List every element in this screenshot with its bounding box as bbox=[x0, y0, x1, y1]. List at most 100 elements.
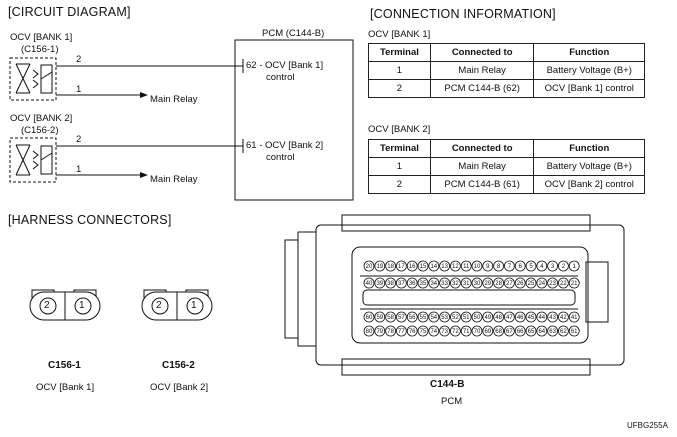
c144b-pin bbox=[428, 325, 440, 337]
c144b-pin-label: 74 bbox=[430, 329, 437, 335]
c144b-pin-label: 71 bbox=[463, 329, 470, 335]
c144b-pin bbox=[460, 260, 472, 272]
c144b-pin-label: 56 bbox=[409, 315, 416, 321]
c144b-pin-label: 65 bbox=[528, 329, 535, 335]
c144b-pin-label: 30 bbox=[474, 281, 481, 287]
c144b-pin-label: 73 bbox=[441, 329, 448, 335]
c144b-pin-label: 9 bbox=[486, 264, 490, 270]
c144b-pin-label: 10 bbox=[474, 264, 481, 270]
c144b-pin bbox=[568, 260, 580, 272]
c144b-pin bbox=[385, 260, 397, 272]
c144b-pin bbox=[406, 311, 418, 323]
c156-2-pin-2: 2 bbox=[156, 300, 162, 311]
c144b-pin bbox=[471, 325, 483, 337]
c144b-pin-label: 12 bbox=[452, 264, 459, 270]
table-header-row: Terminal Connected to Function bbox=[368, 139, 645, 158]
bank1-main-relay: Main Relay bbox=[150, 94, 198, 105]
c144b-pin-label: 25 bbox=[528, 281, 535, 287]
c144b-pin-label: 41 bbox=[571, 315, 578, 321]
c144b-pin-label: 57 bbox=[398, 315, 405, 321]
c144b-pin bbox=[363, 311, 375, 323]
harness-connectors-heading: [HARNESS CONNECTORS] bbox=[8, 213, 172, 227]
table-row: 1 Main Relay Battery Voltage (B+) bbox=[368, 61, 645, 80]
cell: 1 bbox=[368, 157, 431, 176]
c144b-pin bbox=[547, 260, 558, 272]
c144b-pin bbox=[439, 325, 451, 337]
bank1-pin-2: 2 bbox=[76, 54, 82, 65]
c144b-pin-label: 72 bbox=[452, 329, 459, 335]
c144b-pin-label: 36 bbox=[409, 281, 416, 287]
c144b-pin bbox=[503, 260, 515, 272]
c144b-pin-label: 38 bbox=[387, 281, 394, 287]
c144b-pin bbox=[493, 277, 505, 289]
c144b-pin bbox=[428, 311, 440, 323]
c144b-pin bbox=[395, 325, 407, 337]
connection-table-bank1: Terminal Connected to Function 1 Main Re… bbox=[368, 43, 645, 98]
c144b-pin bbox=[471, 260, 483, 272]
c144b-pin-label: 66 bbox=[517, 329, 524, 335]
c144b-pin bbox=[536, 311, 548, 323]
c144b-pin-label: 20 bbox=[366, 264, 373, 270]
c144b-pin bbox=[449, 325, 461, 337]
header-function: Function bbox=[533, 43, 645, 62]
c144b-pin-label: 60 bbox=[366, 315, 373, 321]
pcm-pin61-label: 61 - OCV [Bank 2] bbox=[246, 140, 324, 151]
c144b-pin-label: 63 bbox=[549, 329, 556, 335]
c144b-pin bbox=[363, 325, 375, 337]
table-header-row: Terminal Connected to Function bbox=[368, 43, 645, 62]
pcm-box bbox=[234, 39, 354, 201]
c144b-pin-label: 79 bbox=[376, 329, 383, 335]
c144b-pin bbox=[514, 260, 526, 272]
c144b-pin-label: 68 bbox=[495, 329, 502, 335]
c144b-pin-label: 77 bbox=[398, 329, 405, 335]
c144b-pin bbox=[536, 277, 548, 289]
c144b-pin-label: 47 bbox=[506, 315, 513, 321]
ocv-bank1-symbol bbox=[9, 57, 57, 101]
c144b-pin-label: 43 bbox=[549, 315, 556, 321]
c144b-id: C144-B bbox=[430, 379, 465, 390]
c144b-pin bbox=[439, 311, 451, 323]
c144b-pin bbox=[385, 311, 397, 323]
c144b-pin-label: 58 bbox=[387, 315, 394, 321]
c156-2-id: C156-2 bbox=[162, 360, 195, 371]
c144b-pin bbox=[460, 325, 472, 337]
header-connected-to: Connected to bbox=[429, 43, 535, 62]
header-connected-to: Connected to bbox=[429, 139, 535, 158]
c144b-pin bbox=[482, 311, 494, 323]
c144b-pin-label: 31 bbox=[463, 281, 470, 287]
c144b-pin bbox=[385, 325, 397, 337]
c156-1-pin-2: 2 bbox=[44, 300, 50, 311]
c144b-pin bbox=[471, 277, 483, 289]
c144b-pin bbox=[482, 277, 494, 289]
c144b-pin bbox=[547, 325, 558, 337]
c144b-pin-label: 70 bbox=[474, 329, 481, 335]
c144b-pin-label: 27 bbox=[506, 281, 513, 287]
circuit-diagram-heading: [CIRCUIT DIAGRAM] bbox=[8, 5, 131, 19]
pcm-pin62-sublabel: control bbox=[266, 72, 295, 83]
c144b-pin bbox=[536, 325, 548, 337]
c144b-pin bbox=[374, 325, 386, 337]
c144b-pin-label: 32 bbox=[452, 281, 459, 287]
c144b-pin-label: 51 bbox=[463, 315, 470, 321]
c144b-pin bbox=[503, 311, 515, 323]
c144b-pin-label: 55 bbox=[420, 315, 427, 321]
c144b-connector-shape bbox=[284, 214, 625, 376]
c144b-pin-label: 13 bbox=[441, 264, 448, 270]
cell: Main Relay bbox=[429, 61, 535, 80]
pcm-pin62-label: 62 - OCV [Bank 1] bbox=[246, 60, 324, 71]
c144b-pin bbox=[374, 260, 386, 272]
c144b-pin bbox=[493, 260, 505, 272]
c144b-pin bbox=[406, 325, 418, 337]
c144b-pin bbox=[547, 311, 558, 323]
c144b-pin-label: 61 bbox=[571, 329, 578, 335]
figure-code: UFBG255A bbox=[627, 421, 668, 430]
c144b-pin-label: 17 bbox=[398, 264, 405, 270]
c144b-pin-label: 40 bbox=[366, 281, 373, 287]
c144b-pin bbox=[568, 277, 580, 289]
c144b-pin bbox=[460, 311, 472, 323]
c144b-pin-label: 54 bbox=[430, 315, 437, 321]
c144b-pin-label: 75 bbox=[420, 329, 427, 335]
c144b-pin-label: 35 bbox=[420, 281, 427, 287]
